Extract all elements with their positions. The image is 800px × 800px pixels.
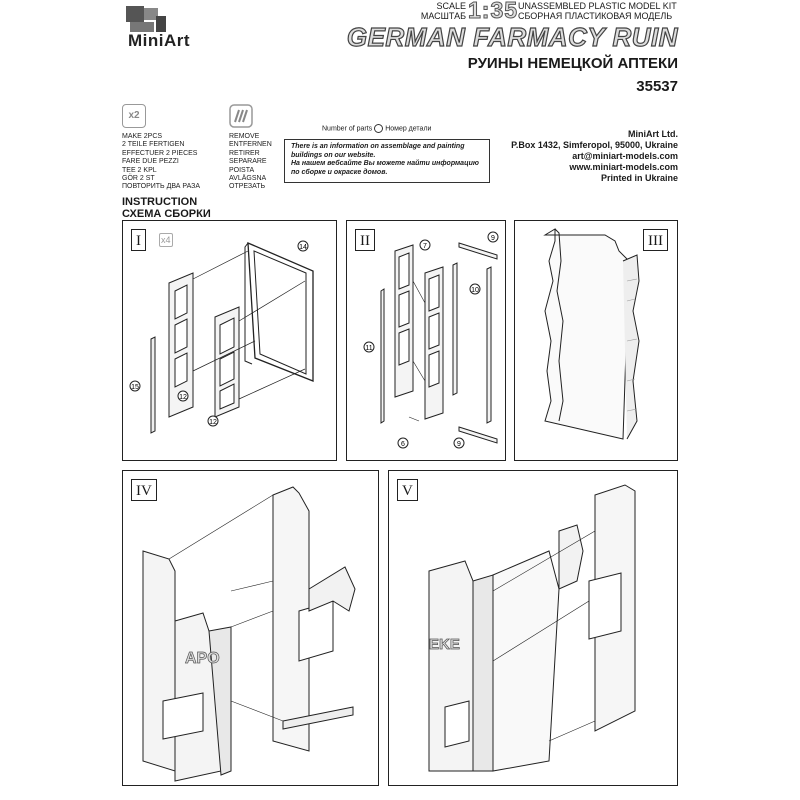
step-qty-1: x4 (159, 233, 173, 247)
step-1-diagram: 14 15 12 12 (129, 240, 314, 434)
website-note: There is an information on assemblage an… (284, 139, 490, 183)
step-panel-4: IV APO (122, 470, 379, 786)
make-two-text: MAKE 2pcs2 TEILE FERTIGEN EFFECTUER 2 PI… (122, 133, 201, 191)
part-callout-7: 7 (419, 239, 431, 251)
svg-text:6: 6 (401, 441, 405, 448)
step-panel-2: II 7 9 10 11 6 9 (346, 220, 506, 461)
scale-value: 1:35 (467, 0, 519, 24)
kit-title: GERMAN FARMACY RUIN (346, 21, 678, 52)
step-3-diagram (543, 228, 640, 440)
sign-apo: APO (185, 650, 220, 667)
svg-text:11: 11 (365, 345, 372, 352)
step-panel-5: V EKE (388, 470, 678, 786)
company-info: MiniArt Ltd. P.Box 1432, Simferopol, 950… (511, 129, 678, 183)
miniart-logo-icon (126, 6, 166, 32)
part-callout-12b: 12 (207, 415, 219, 427)
cut-icon (229, 104, 253, 128)
svg-text:14: 14 (299, 244, 307, 251)
step-panel-3: III (514, 220, 678, 461)
svg-text:7: 7 (423, 243, 427, 250)
step-2-diagram: 7 9 10 11 6 9 (363, 231, 499, 449)
part-callout-10: 10 (469, 283, 481, 295)
svg-text:10: 10 (471, 287, 479, 294)
part-circle-icon (374, 124, 384, 133)
step-label-2: II (355, 229, 375, 251)
part-callout-9b: 9 (453, 437, 465, 449)
svg-text:12: 12 (209, 419, 217, 426)
step-panel-1: I x4 14 15 12 12 (122, 220, 337, 461)
step-label-3: III (643, 229, 668, 251)
make-two-icon: x2 (122, 104, 146, 128)
step-5-diagram: EKE (428, 484, 636, 772)
part-callout-9a: 9 (487, 231, 499, 243)
part-callout-15: 15 (129, 380, 141, 392)
product-code: 35537 (636, 78, 678, 95)
step-label-5: V (397, 479, 418, 501)
svg-text:9: 9 (457, 441, 461, 448)
svg-text:12: 12 (179, 394, 187, 401)
part-callout-12a: 12 (177, 390, 189, 402)
brand-name: MiniArt (128, 31, 191, 50)
step-label-4: IV (131, 479, 157, 501)
part-callout-11: 11 (363, 341, 375, 353)
step-4-diagram: APO (142, 486, 356, 782)
sign-eke: EKE (429, 636, 460, 653)
kit-subtitle: РУИНЫ НЕМЕЦКОЙ АПТЕКИ (467, 55, 678, 72)
step-label-1: I (131, 229, 146, 251)
svg-text:9: 9 (491, 235, 495, 242)
instruction-heading: INSTRUCTION СХЕМА СБОРКИ (122, 196, 211, 220)
part-callout-14: 14 (297, 240, 309, 252)
part-callout-6: 6 (397, 437, 409, 449)
svg-text:15: 15 (131, 384, 139, 391)
